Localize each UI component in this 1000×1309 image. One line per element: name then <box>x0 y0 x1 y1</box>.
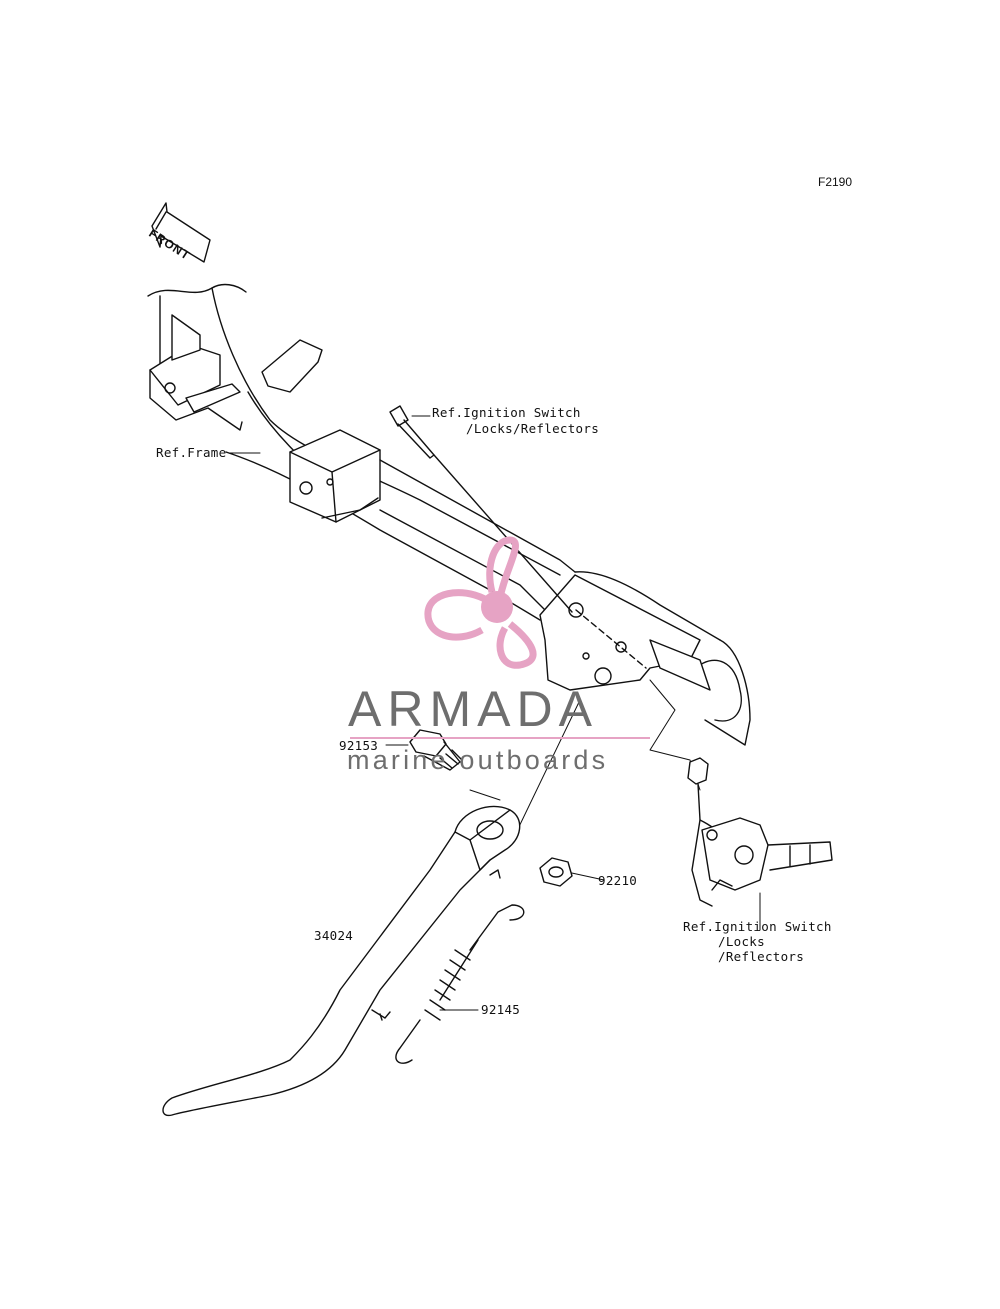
ref-ignition-top-line2: /Locks/Reflectors <box>466 421 600 436</box>
bolt-92153-drawing <box>409 729 463 771</box>
ref-ignition-right-line1: Ref.Ignition Switch <box>683 919 832 934</box>
watermark-subtitle: marine outboards <box>347 745 609 775</box>
figure-code: F2190 <box>818 175 853 189</box>
part-number-92153[interactable]: 92153 <box>339 738 379 753</box>
watermark-title: ARMADA <box>348 681 598 737</box>
ref-bolt-drawing <box>389 405 573 613</box>
armada-logo <box>424 536 537 669</box>
ref-ignition-top-line1: Ref.Ignition Switch <box>432 405 581 420</box>
nut-92210-drawing <box>539 857 573 887</box>
part-number-92145[interactable]: 92145 <box>481 1002 521 1017</box>
spring-92145-drawing <box>395 904 525 1064</box>
frame-drawing <box>147 283 751 746</box>
ignition-switch-drawing <box>687 757 833 907</box>
side-stand-34024-drawing <box>162 805 521 1117</box>
part-number-34024[interactable]: 34024 <box>314 928 354 943</box>
ref-frame-label: Ref.Frame <box>156 445 227 460</box>
front-arrow-icon <box>151 202 211 263</box>
part-number-92210[interactable]: 92210 <box>598 873 638 888</box>
ref-ignition-right-line3: /Reflectors <box>718 949 805 964</box>
ref-ignition-right-line2: /Locks <box>718 934 765 949</box>
